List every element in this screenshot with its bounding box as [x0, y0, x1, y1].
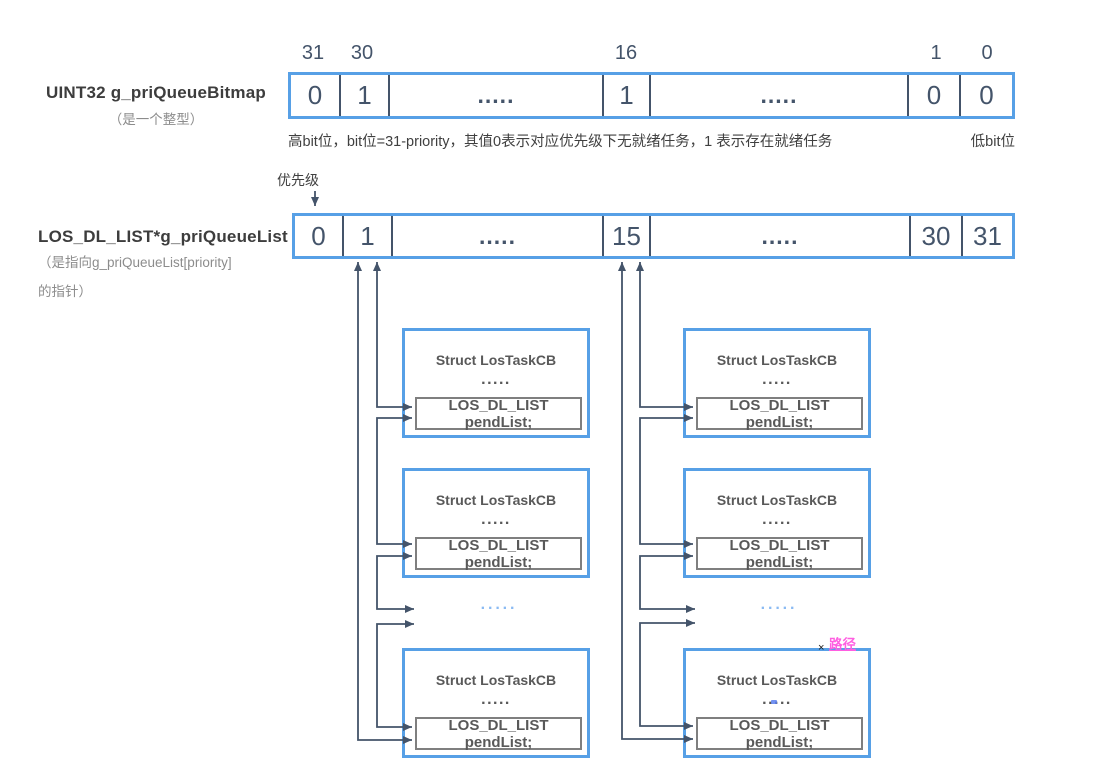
taskcb-ellipsis: .....	[762, 691, 792, 708]
bitmap-caption: 高bit位，bit位=31-priority，其值0表示对应优先级下无就绪任务，…	[288, 130, 1015, 151]
queue-cell: 0	[295, 216, 344, 256]
bitmap-title: UINT32 g_priQueueBitmap	[46, 83, 266, 102]
taskcb-title: Struct LosTaskCB	[435, 492, 557, 508]
queue-cell-ellipsis: .....	[393, 216, 604, 256]
bitmap-caption-left: 高bit位，bit位=31-priority，其值0表示对应优先级下无就绪任务，…	[288, 134, 833, 150]
chain-ellipsis-right: ·····	[760, 600, 798, 617]
queuelist-subtitle-line1: （是指向g_priQueueList[priority]	[38, 255, 232, 270]
taskcb-box-left-3: Struct LosTaskCB ..... LOS_DL_LIST pendL…	[402, 648, 590, 758]
bit-label-0: 0	[981, 42, 993, 64]
bitmap-cell: 1	[604, 75, 651, 116]
annotation-x-marker: ×	[818, 642, 825, 654]
taskcb-title: Struct LosTaskCB	[716, 492, 838, 508]
taskcb-pendlist-field: LOS_DL_LIST pendList;	[415, 717, 582, 751]
taskcb-pendlist-field: LOS_DL_LIST pendList;	[415, 397, 582, 431]
bit-label-16: 16	[614, 42, 638, 64]
taskcb-title: Struct LosTaskCB	[435, 352, 557, 368]
bitmap-cell: 0	[909, 75, 961, 116]
bitmap-cell: 0	[291, 75, 341, 116]
bitmap-label-block: UINT32 g_priQueueBitmap （是一个整型）	[30, 83, 282, 128]
bitmap-cell-ellipsis: .....	[651, 75, 909, 116]
taskcb-ellipsis: .....	[481, 691, 511, 708]
taskcb-ellipsis: .....	[481, 371, 511, 388]
queue-cell-ellipsis: .....	[651, 216, 911, 256]
bitmap-cell-ellipsis: .....	[390, 75, 604, 116]
bitmap-caption-right: 低bit位	[970, 134, 1015, 150]
taskcb-title: Struct LosTaskCB	[716, 352, 838, 368]
taskcb-pendlist-field: LOS_DL_LIST pendList;	[415, 537, 582, 571]
queue-cell: 30	[911, 216, 963, 256]
bit-label-31: 31	[301, 42, 325, 64]
queue-cell: 1	[344, 216, 393, 256]
queuelist-subtitle-line2: 的指针）	[38, 284, 92, 299]
taskcb-box-right-1: Struct LosTaskCB ..... LOS_DL_LIST pendL…	[683, 328, 871, 438]
bitmap-cell: 0	[979, 80, 994, 110]
taskcb-title: Struct LosTaskCB	[435, 672, 557, 688]
taskcb-box-right-2: Struct LosTaskCB ..... LOS_DL_LIST pendL…	[683, 468, 871, 578]
priority-label: 优先级	[277, 172, 319, 188]
bitmap-cell: 1	[341, 75, 390, 116]
taskcb-pendlist-field: LOS_DL_LIST pendList;	[696, 717, 863, 751]
taskcb-pendlist-field: LOS_DL_LIST pendList;	[696, 537, 863, 571]
queue-list-array: 0 1 ..... 15 ..... 30 31	[292, 213, 1015, 259]
queue-cell: 31	[973, 220, 1002, 251]
bit-label-30: 30	[350, 42, 374, 64]
taskcb-box-left-2: Struct LosTaskCB ..... LOS_DL_LIST pendL…	[402, 468, 590, 578]
queue-cell: 15	[604, 216, 651, 256]
bitmap-subtitle: （是一个整型）	[108, 112, 204, 127]
taskcb-ellipsis: .....	[762, 371, 792, 388]
bitmap-array: 0 1 ..... 1 ..... 0 0	[288, 72, 1015, 119]
queuelist-title: LOS_DL_LIST*g_priQueueList	[38, 227, 288, 246]
taskcb-ellipsis: .....	[481, 511, 511, 528]
path-annotation-label: 路径	[829, 637, 856, 652]
taskcb-box-right-3: Struct LosTaskCB ..... LOS_DL_LIST pendL…	[683, 648, 871, 758]
queuelist-label-block: LOS_DL_LIST*g_priQueueList （是指向g_priQueu…	[38, 227, 288, 305]
taskcb-ellipsis: .....	[762, 511, 792, 528]
taskcb-box-left-1: Struct LosTaskCB ..... LOS_DL_LIST pendL…	[402, 328, 590, 438]
bit-label-1: 1	[930, 42, 942, 64]
taskcb-title: Struct LosTaskCB	[716, 672, 838, 688]
taskcb-pendlist-field: LOS_DL_LIST pendList;	[696, 397, 863, 431]
chain-ellipsis-left: ·····	[480, 600, 518, 617]
cursor-artifact	[771, 700, 777, 704]
